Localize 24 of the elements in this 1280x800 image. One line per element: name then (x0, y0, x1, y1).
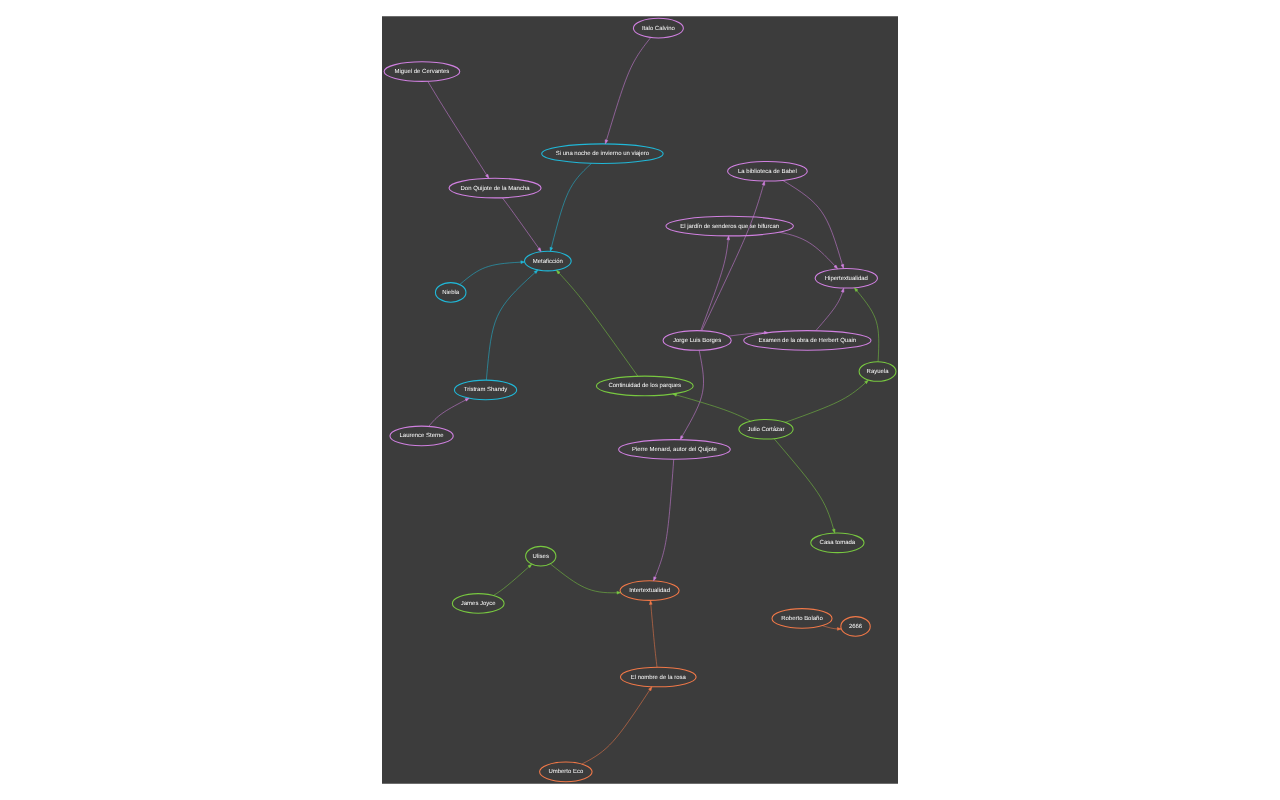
arrow (428, 397, 470, 427)
arrow (556, 270, 638, 377)
arrow (549, 163, 592, 252)
arrow (701, 181, 766, 331)
arrow (550, 563, 622, 595)
arrow (459, 260, 525, 285)
arrow (854, 287, 879, 362)
arrow (493, 563, 533, 596)
arrow (773, 438, 836, 534)
arrow (649, 600, 658, 668)
arrow (785, 379, 869, 423)
arrow (672, 393, 751, 422)
arrow (727, 331, 769, 337)
arrow (653, 459, 674, 582)
arrow (679, 350, 704, 440)
arrow (700, 235, 730, 331)
arrow (581, 686, 653, 765)
arrow (486, 269, 539, 381)
arrow (502, 197, 542, 252)
arrow (815, 287, 845, 331)
arrow (779, 232, 838, 269)
arrow (782, 180, 844, 269)
arrow (822, 625, 842, 631)
arrow (427, 81, 490, 179)
